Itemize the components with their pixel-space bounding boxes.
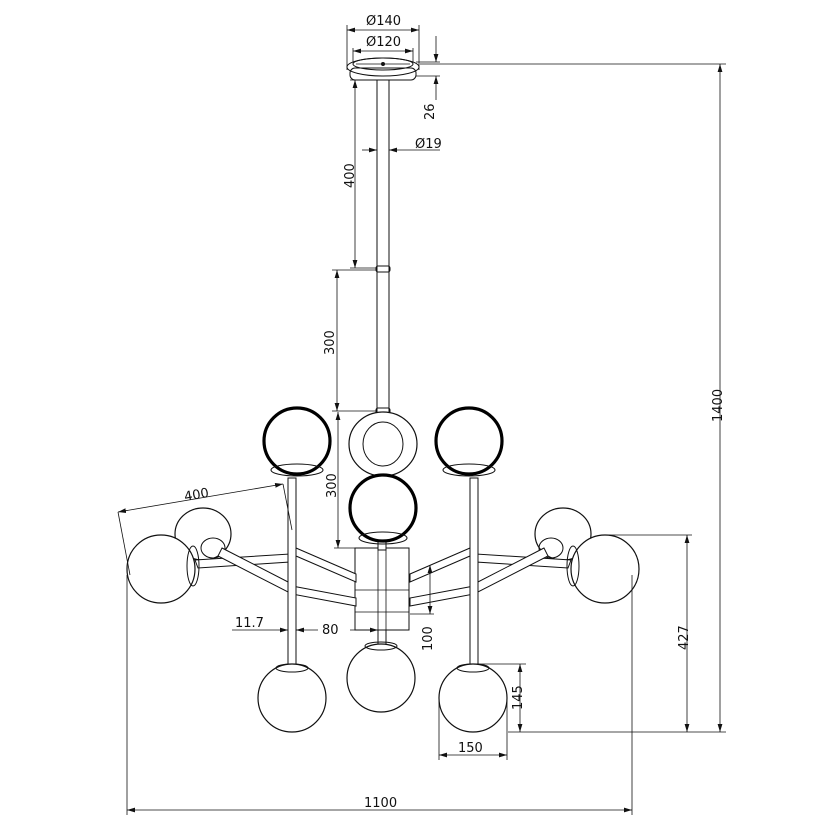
suspension-rod [375, 80, 391, 415]
dim-rod-1: 400 [343, 163, 358, 188]
dim-canopy-height: 26 [423, 103, 438, 120]
dimension-lines [117, 25, 726, 815]
dim-arm-length: 400 [183, 486, 210, 505]
dim-offset-small: 11.7 [235, 616, 264, 631]
dim-total-height: 1400 [711, 389, 726, 422]
dim-globe-width: 150 [458, 741, 483, 756]
dim-rod-diameter: Ø19 [415, 137, 442, 152]
dim-offset-80: 80 [322, 623, 339, 638]
dim-canopy-inner: Ø120 [366, 35, 401, 50]
dim-hub-height: 100 [421, 626, 436, 651]
dim-total-width: 1100 [364, 796, 397, 811]
front-globes [126, 406, 640, 733]
central-hub [354, 547, 410, 631]
canopy [346, 57, 420, 81]
dim-lower-height: 427 [677, 625, 692, 650]
dim-rod-3: 300 [325, 473, 340, 498]
dim-globe-height: 145 [511, 685, 526, 710]
dim-canopy-outer: Ø140 [366, 14, 401, 29]
dim-rod-2: 300 [323, 330, 338, 355]
